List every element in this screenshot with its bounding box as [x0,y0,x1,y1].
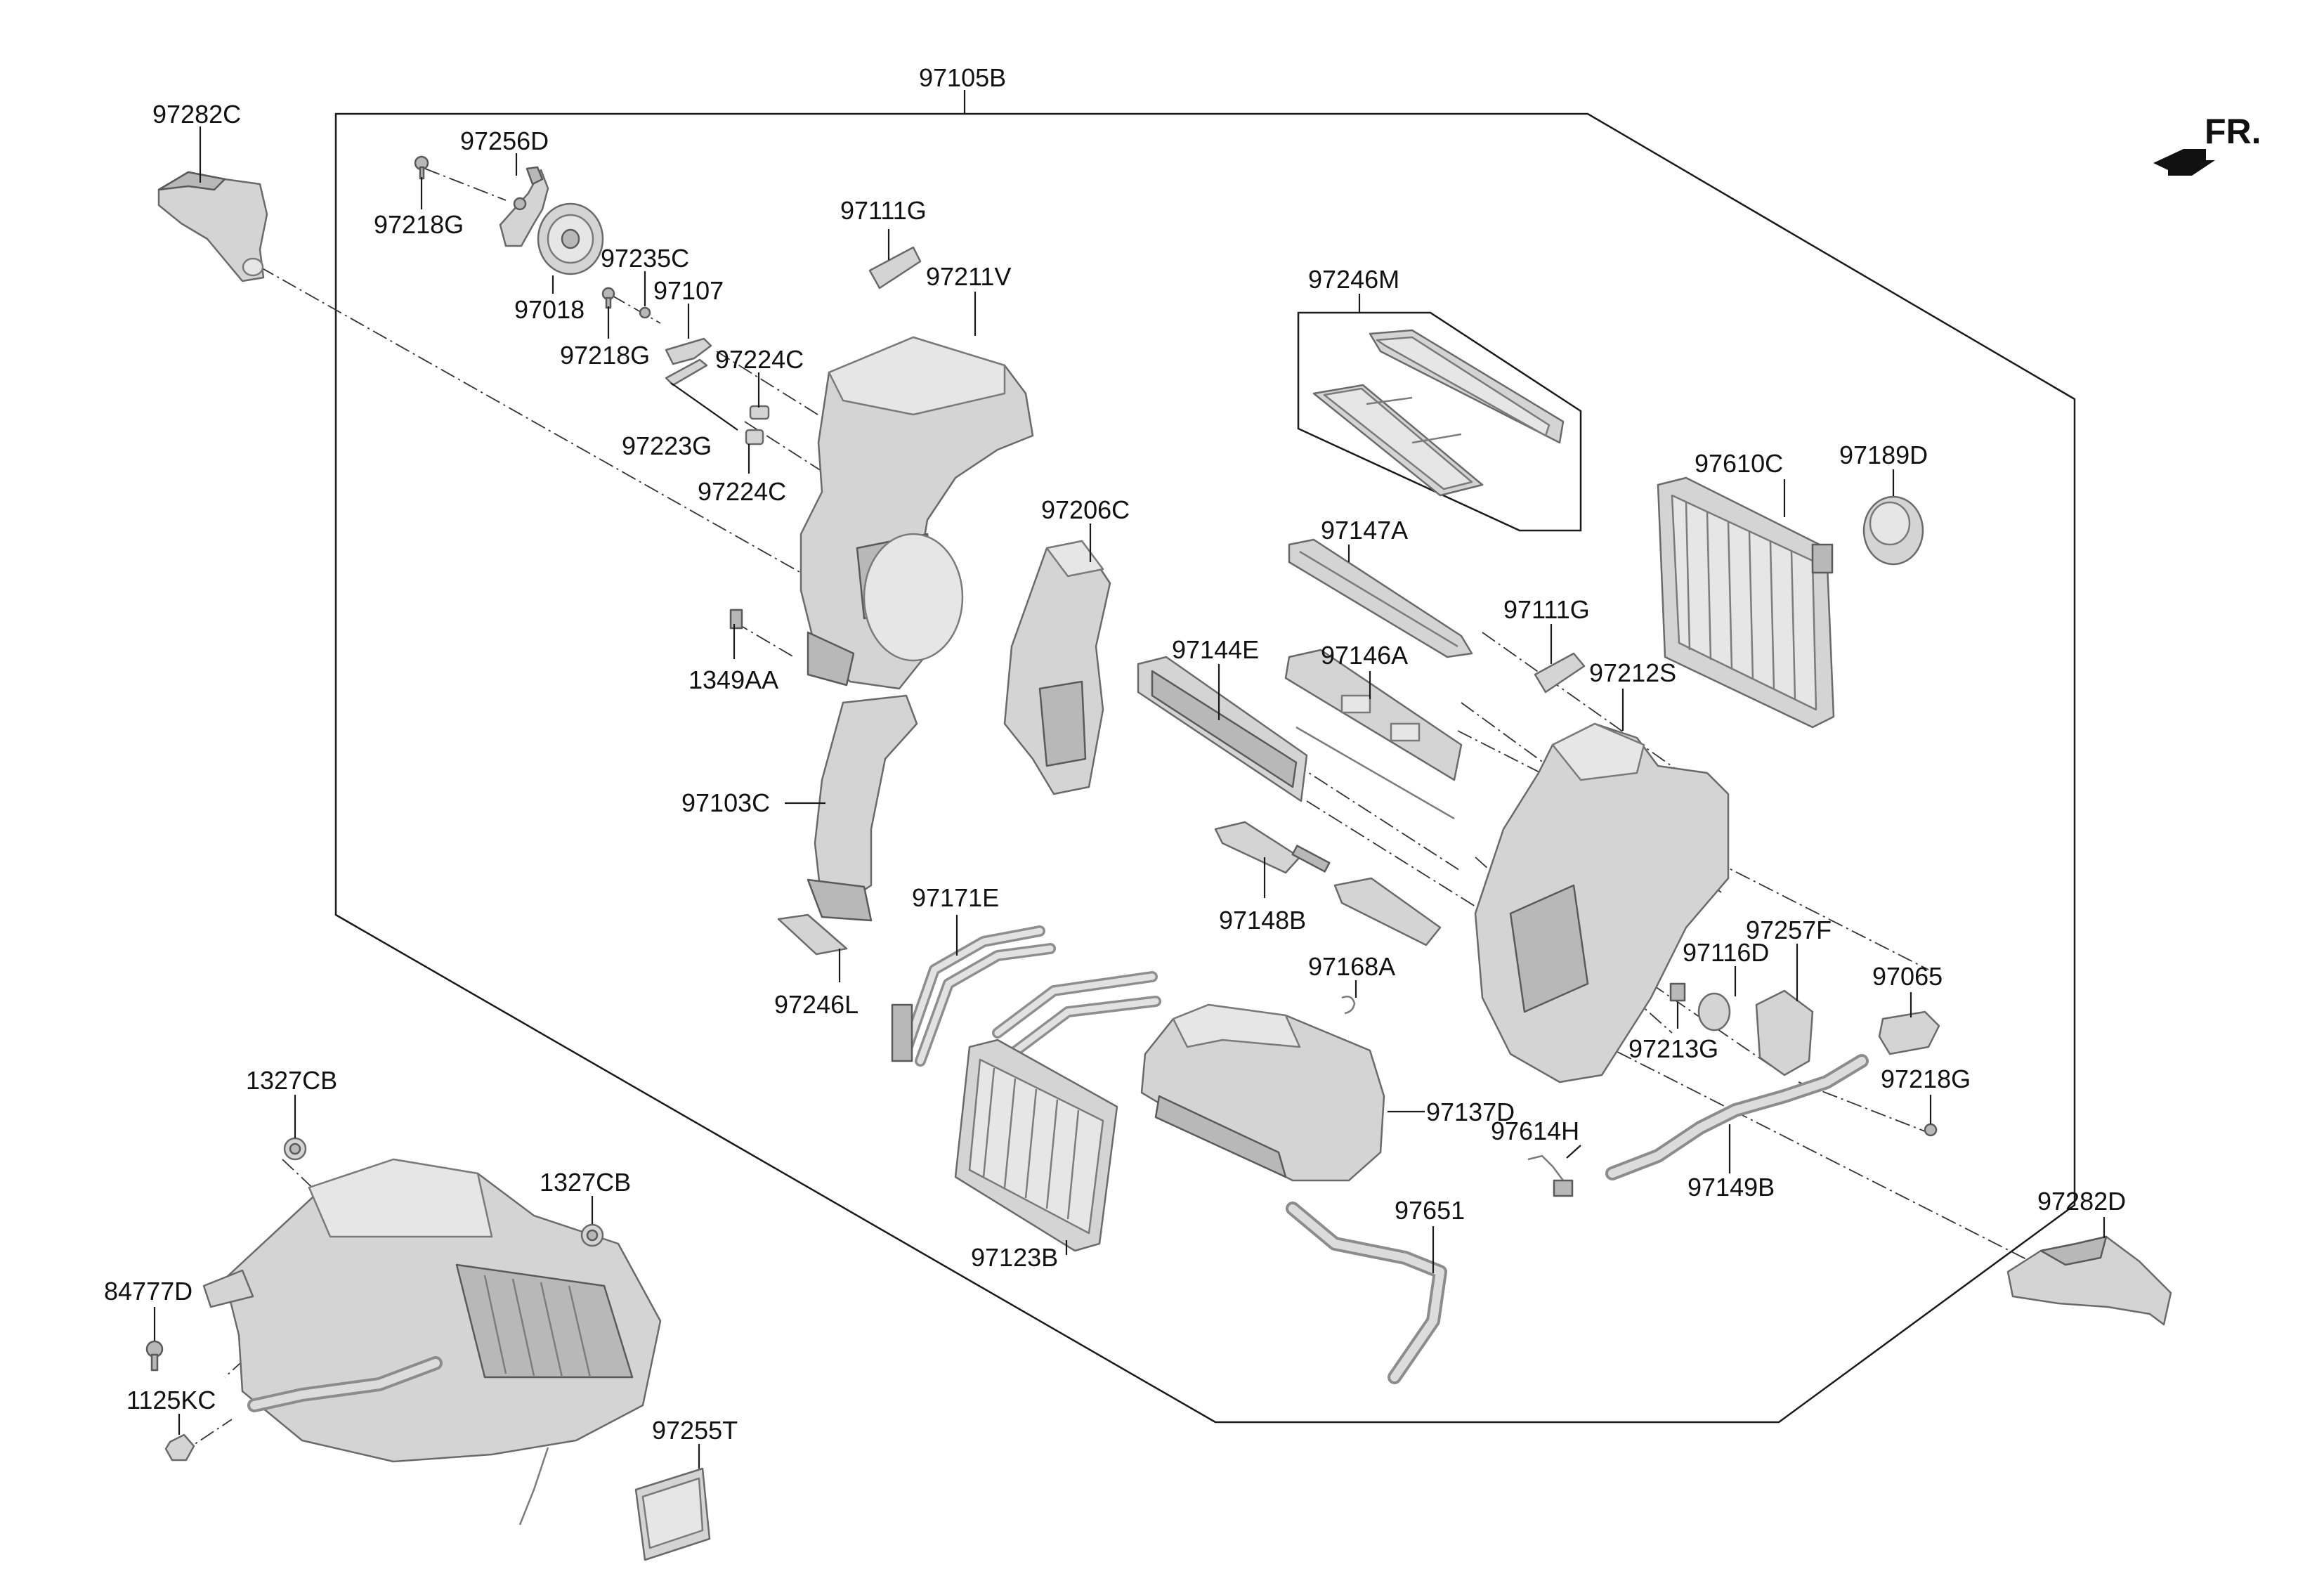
evaporator-part [1657,476,1835,729]
label-97018: 97018 [514,295,585,324]
label-97107: 97107 [653,276,724,305]
label-97235c: 97235C [601,244,689,273]
lever-part [665,337,712,365]
heater-core-part [954,971,1161,1252]
label-97651: 97651 [1395,1196,1465,1225]
orientation-marker: FR. [2153,112,2261,176]
orientation-text: FR. [2205,112,2261,151]
label-97218g-top: 97218G [374,210,464,239]
label-97111g-right: 97111G [1503,595,1590,624]
actuator-257f-part [1755,989,1814,1076]
label-97123b: 97123B [971,1243,1058,1272]
label-97282d: 97282D [2037,1187,2126,1216]
fasteners-part [145,1137,604,1462]
assembled-unit-vents [483,1275,592,1378]
label-97256d: 97256D [460,126,549,155]
seal-top-part [868,246,922,289]
actuator-top-part [499,166,549,247]
label-97255t: 97255T [652,1416,738,1445]
label-97171e: 97171E [912,883,999,912]
door-146a-part [1284,649,1463,820]
screw-top-part [414,155,429,180]
label-97257f: 97257F [1746,916,1832,944]
label-1327cb-top: 1327CB [246,1066,337,1095]
label-1125kc: 1125KC [126,1386,216,1414]
seal-right-part [1534,652,1586,694]
harness-614h-part [1527,1154,1574,1197]
label-1349aa: 1349AA [688,665,778,694]
right-case-part [1474,722,1730,1083]
screw-right-part [1924,1123,1938,1137]
assembly-boundary [334,112,2076,1424]
gear-small-part [639,306,651,319]
valve-block-part [1862,495,1924,566]
label-97148b: 97148B [1219,906,1306,935]
label-97144e: 97144E [1172,635,1259,664]
label-97610c: 97610C [1695,449,1783,478]
clip-213g-part [1669,982,1686,1002]
clip-1349aa-part [729,608,743,630]
leader-lines [153,90,2106,1469]
front-arrow-icon [2153,149,2215,176]
evaporator-fins [1685,502,1796,700]
label-97218g-mid: 97218G [560,341,650,370]
label-97218g-right: 97218G [1881,1065,1971,1093]
label-97147a: 97147A [1321,516,1408,545]
screw-mid-part [601,287,615,309]
upper-case-part [799,336,1034,690]
sensor-116d-part [1697,992,1731,1031]
pipe-171e-part [891,925,1056,1067]
door-148b-part [1214,821,1442,946]
label-84777d: 84777D [104,1277,192,1306]
label-97282c: 97282C [152,100,241,129]
filter-frame-part [1297,311,1582,532]
grommet-part [1878,1010,1940,1055]
duct-right-part [2006,1235,2172,1326]
clip-168a-part [1341,996,1356,1015]
label-97146a: 97146A [1321,641,1408,670]
cover-l-part [777,913,848,956]
lower-duct-part [807,694,918,922]
label-97189d: 97189D [1839,441,1928,469]
label-97614h: 97614H [1491,1117,1579,1145]
label-97211v: 97211V [926,262,1011,291]
label-97223g: 97223G [622,431,712,460]
actuator-gear-part [537,202,604,275]
label-97246m: 97246M [1308,265,1399,294]
lower-case-part [1140,1003,1385,1182]
door-seal-case-part [1003,540,1111,795]
filter-frame-callout [1297,311,1582,532]
label-97116d: 97116D [1683,938,1769,967]
label-97111g-top: 97111G [840,196,927,225]
door-147a-part [1288,538,1473,658]
drain-hose-part [1605,1054,1869,1180]
drain-651-part [1286,1202,1447,1384]
label-97213g: 97213G [1628,1034,1718,1063]
label-97168a: 97168A [1308,952,1395,981]
label-97103c: 97103C [681,788,770,817]
label-97065: 97065 [1872,962,1943,991]
label-1327cb-right: 1327CB [540,1168,631,1197]
control-module-part [634,1467,711,1561]
duct-left-part [157,171,268,282]
label-97206c: 97206C [1041,495,1130,524]
label-97212s: 97212S [1589,658,1676,687]
heater-core-fins [982,1067,1080,1220]
label-97246l: 97246L [774,990,859,1019]
assembled-unit-part [202,1158,662,1525]
label-97224c-top: 97224C [715,345,804,374]
label-97149b: 97149B [1687,1173,1775,1202]
label-97224c-low: 97224C [698,477,786,506]
label-97137d: 97137D [1426,1098,1515,1126]
door-144e-part [1137,656,1308,802]
label-97105b: 97105B [919,63,1006,92]
